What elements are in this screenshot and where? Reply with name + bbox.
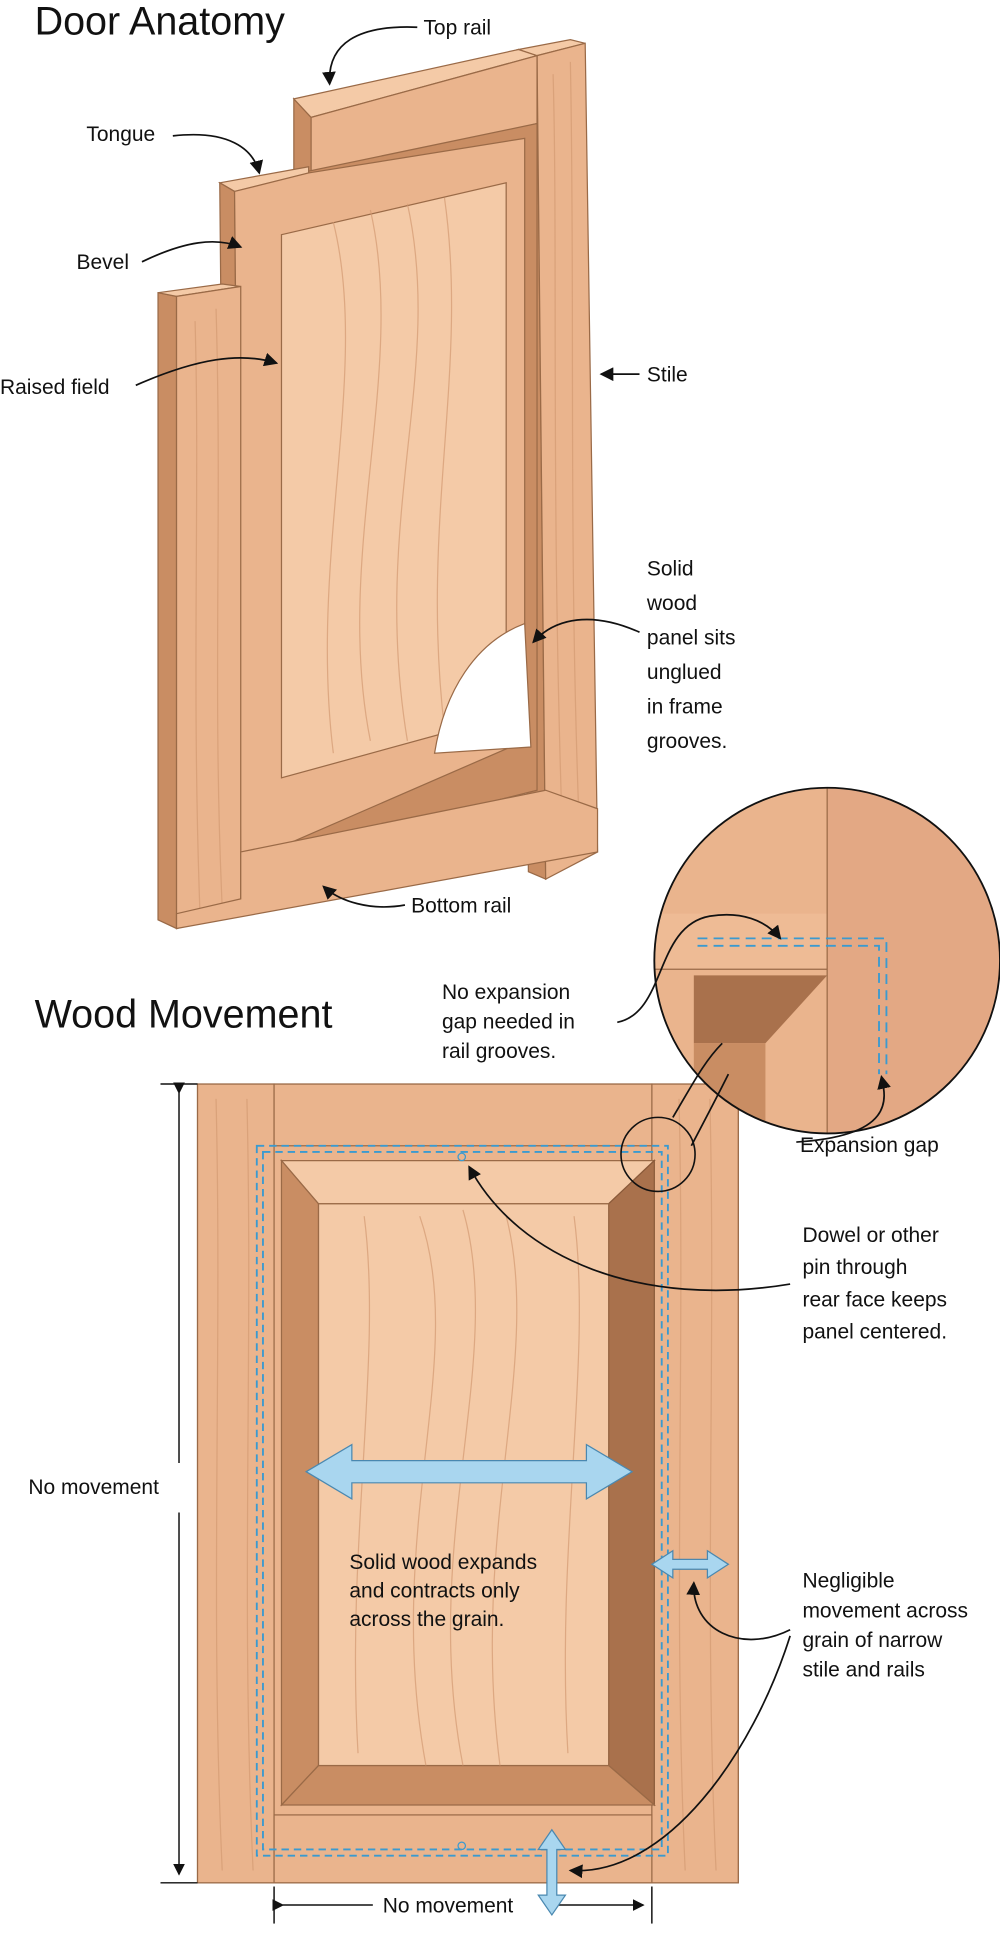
svg-text:Solid wood expands: Solid wood expands bbox=[349, 1551, 537, 1574]
svg-text:grain of narrow: grain of narrow bbox=[802, 1629, 943, 1652]
svg-text:gap needed in: gap needed in bbox=[442, 1010, 575, 1033]
panel-movement-arrow bbox=[304, 1443, 634, 1500]
bevel-bottom bbox=[280, 1764, 656, 1806]
cutaway-opening bbox=[433, 622, 532, 754]
dowel-top bbox=[457, 1152, 467, 1162]
panel-outline-inner bbox=[262, 1151, 663, 1851]
bevel-left bbox=[280, 1158, 320, 1807]
raised-field bbox=[317, 1203, 610, 1767]
svg-text:panel centered.: panel centered. bbox=[802, 1320, 947, 1343]
vertical-dimension bbox=[160, 1082, 198, 1884]
detail-callout-circle bbox=[620, 1116, 696, 1193]
svg-text:across the grain.: across the grain. bbox=[349, 1608, 504, 1631]
label-tongue: Tongue bbox=[86, 123, 155, 146]
label-raised-field: Raised field bbox=[0, 376, 110, 399]
svg-text:Negligible: Negligible bbox=[802, 1570, 894, 1593]
svg-text:and contracts only: and contracts only bbox=[349, 1580, 520, 1603]
movement-title: Wood Movement bbox=[35, 992, 333, 1036]
exploded-door-illustration bbox=[157, 38, 599, 930]
stile-movement-arrow bbox=[650, 1549, 730, 1580]
bevel-top bbox=[280, 1159, 656, 1205]
top-rail bbox=[273, 1083, 653, 1147]
svg-text:unglued: unglued bbox=[647, 661, 722, 684]
label-expansion-gap: Expansion gap bbox=[800, 1134, 939, 1157]
horizontal-dimension bbox=[272, 1886, 653, 1924]
label-top-rail: Top rail bbox=[423, 17, 491, 40]
svg-text:wood: wood bbox=[646, 592, 697, 615]
svg-text:rail grooves.: rail grooves. bbox=[442, 1040, 556, 1063]
svg-text:stile and rails: stile and rails bbox=[802, 1659, 924, 1682]
right-stile-front bbox=[536, 42, 599, 881]
label-panel-note: Solid wood panel sits unglued in frame g… bbox=[646, 557, 736, 753]
svg-text:Dowel or other: Dowel or other bbox=[802, 1224, 938, 1247]
label-dowel: Dowel or other pin through rear face kee… bbox=[802, 1224, 947, 1343]
flat-door-illustration bbox=[196, 1083, 739, 1884]
right-stile bbox=[651, 1083, 739, 1884]
anatomy-title: Door Anatomy bbox=[35, 0, 286, 44]
svg-text:rear face keeps: rear face keeps bbox=[802, 1288, 947, 1311]
bottom-rail-front bbox=[175, 789, 599, 930]
label-bottom-rail: Bottom rail bbox=[411, 894, 511, 917]
svg-text:pin through: pin through bbox=[802, 1256, 907, 1279]
svg-text:No expansion: No expansion bbox=[442, 981, 570, 1004]
left-stile-front bbox=[175, 285, 242, 930]
label-no-movement-vertical: No movement bbox=[28, 1476, 159, 1499]
label-no-expansion-gap: No expansion gap needed in rail grooves. bbox=[442, 981, 575, 1063]
label-expands: Solid wood expands and contracts only ac… bbox=[349, 1551, 537, 1631]
label-no-movement-horizontal: No movement bbox=[383, 1894, 514, 1917]
label-bevel: Bevel bbox=[77, 251, 129, 274]
bevel-right bbox=[608, 1159, 655, 1807]
label-negligible: Negligible movement across grain of narr… bbox=[802, 1570, 967, 1682]
rail-movement-arrow bbox=[537, 1828, 567, 1917]
left-stile-side bbox=[157, 291, 178, 930]
dowel-bottom bbox=[457, 1841, 467, 1851]
label-stile: Stile bbox=[647, 364, 688, 387]
svg-text:grooves.: grooves. bbox=[647, 730, 727, 753]
svg-text:panel sits: panel sits bbox=[647, 627, 736, 650]
panel-outline-outer bbox=[255, 1144, 669, 1857]
left-stile bbox=[196, 1083, 275, 1884]
svg-text:Solid: Solid bbox=[647, 557, 694, 580]
svg-text:movement across: movement across bbox=[802, 1599, 967, 1622]
svg-text:in frame: in frame bbox=[647, 696, 723, 719]
